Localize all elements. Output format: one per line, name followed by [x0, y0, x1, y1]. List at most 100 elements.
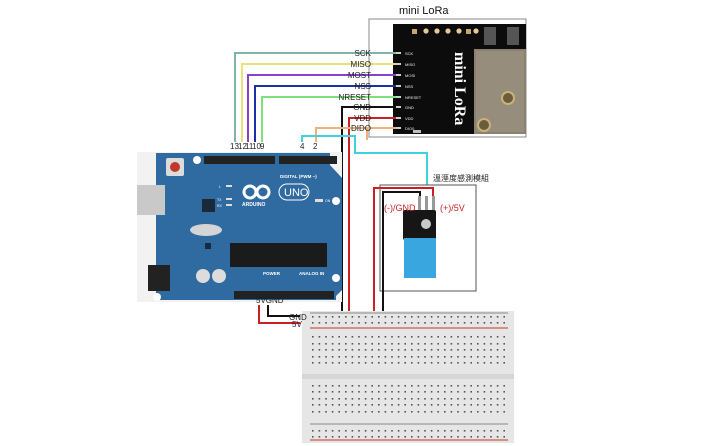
breadboard-hole: [364, 356, 367, 358]
breadboard-hole: [483, 436, 486, 438]
breadboard-hole: [325, 343, 327, 345]
arduino-model: UNO: [284, 187, 309, 199]
breadboard-hole: [463, 356, 466, 358]
breadboard-hole: [450, 349, 453, 351]
breadboard-hole: [318, 398, 321, 400]
breadboard-hole: [490, 436, 492, 438]
breadboard-hole: [450, 343, 453, 345]
breadboard-hole: [318, 404, 321, 406]
breadboard-hole: [318, 343, 321, 345]
breadboard-hole: [331, 343, 334, 345]
breadboard-hole: [378, 336, 380, 338]
breadboard-hole: [391, 362, 393, 364]
breadboard-hole: [463, 404, 466, 406]
breadboard-hole: [430, 398, 433, 400]
breadboard-hole: [345, 356, 347, 358]
breadboard-hole: [457, 322, 459, 324]
breadboard-hole: [391, 336, 393, 338]
breadboard-hole: [503, 343, 505, 345]
breadboard-hole: [444, 316, 446, 318]
breadboard-hole: [345, 336, 347, 338]
breadboard-hole: [477, 316, 479, 318]
breadboard-hole: [450, 398, 453, 400]
breadboard-hole: [437, 356, 439, 358]
breadboard-hole: [437, 316, 439, 318]
breadboard-hole: [404, 316, 406, 318]
breadboard-hole: [437, 404, 439, 406]
breadboard-hole: [338, 316, 340, 318]
breadboard-hole: [371, 336, 373, 338]
wire-nreset: [261, 96, 396, 142]
breadboard-hole: [496, 362, 499, 364]
breadboard-hole: [437, 322, 439, 324]
lora-silk-nreset: NRESET: [405, 95, 422, 100]
breadboard-hole: [338, 356, 340, 358]
breadboard-hole: [457, 398, 459, 400]
breadboard-hole: [424, 404, 426, 406]
breadboard-hole: [384, 391, 387, 393]
breadboard-hole: [417, 362, 420, 364]
breadboard-hole: [430, 316, 433, 318]
breadboard-hole: [338, 430, 340, 432]
breadboard-hole: [364, 343, 367, 345]
breadboard-hole: [430, 430, 433, 432]
breadboard-hole: [364, 385, 367, 387]
breadboard-hole: [424, 336, 426, 338]
breadboard-hole: [496, 436, 499, 438]
breadboard-hole: [397, 343, 400, 345]
breadboard-hole: [417, 343, 420, 345]
breadboard-hole: [391, 398, 393, 400]
breadboard-hole: [424, 430, 426, 432]
pin-num-11: 11: [245, 142, 254, 151]
breadboard-hole: [496, 398, 499, 400]
breadboard-hole: [483, 356, 486, 358]
breadboard-hole: [364, 349, 367, 351]
breadboard-hole: [312, 385, 314, 387]
breadboard-hole: [503, 436, 505, 438]
breadboard-hole: [444, 343, 446, 345]
breadboard-hole: [411, 322, 413, 324]
lora-silk-sck: SCK: [405, 51, 414, 56]
breadboard-hole: [483, 391, 486, 393]
breadboard-hole: [338, 404, 340, 406]
breadboard-hole: [463, 430, 466, 432]
breadboard-hole: [391, 322, 393, 324]
atmega-chip: [230, 243, 327, 267]
breadboard-hole: [470, 322, 472, 324]
breadboard-hole: [477, 398, 479, 400]
breadboard-hole: [437, 398, 439, 400]
breadboard-hole: [483, 430, 486, 432]
breadboard-hole: [496, 336, 499, 338]
breadboard-hole: [450, 362, 453, 364]
power-jack: [148, 265, 170, 291]
breadboard-hole: [378, 398, 380, 400]
breadboard-hole: [312, 322, 314, 324]
breadboard-hole: [417, 436, 420, 438]
breadboard-hole: [318, 356, 321, 358]
breadboard-hole: [444, 391, 446, 393]
pin-label-vdd: VDD: [354, 114, 371, 123]
breadboard-hole: [318, 349, 321, 351]
breadboard-hole: [430, 356, 433, 358]
breadboard-hole: [483, 336, 486, 338]
breadboard-hole: [371, 343, 373, 345]
breadboard-hole: [384, 356, 387, 358]
breadboard-hole: [331, 322, 334, 324]
pin-label-dido: DIDO: [351, 124, 371, 133]
breadboard-hole: [404, 404, 406, 406]
breadboard-hole: [417, 398, 420, 400]
breadboard-hole: [378, 436, 380, 438]
breadboard-hole: [378, 356, 380, 358]
digital-label: DIGITAL (PWM ~): [280, 174, 317, 179]
breadboard-hole: [424, 391, 426, 393]
breadboard-hole: [470, 436, 472, 438]
breadboard-hole: [424, 398, 426, 400]
breadboard-hole: [490, 362, 492, 364]
breadboard-hole: [351, 385, 354, 387]
breadboard-hole: [503, 349, 505, 351]
breadboard-hole: [424, 436, 426, 438]
breadboard-hole: [358, 322, 360, 324]
breadboard-hole: [391, 316, 393, 318]
breadboard-hole: [430, 411, 433, 413]
breadboard-hole: [437, 411, 439, 413]
